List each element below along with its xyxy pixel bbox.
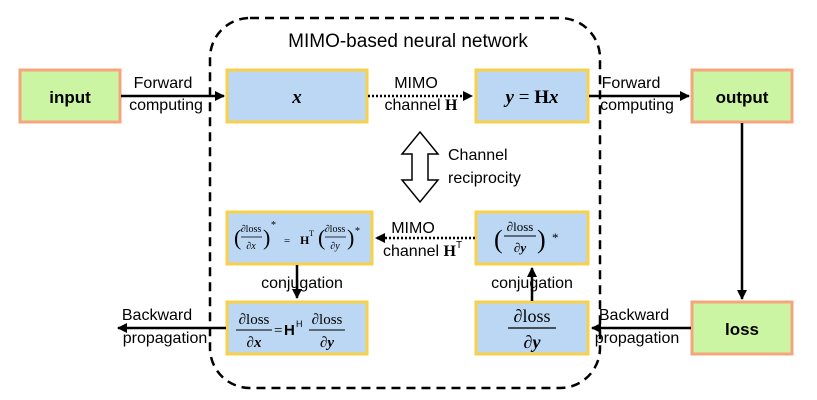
network-boundary: [208, 16, 602, 390]
y-box: [474, 68, 590, 124]
conjugation-left-label: conjugation: [261, 275, 343, 292]
svg-text:): ): [347, 225, 354, 250]
conj-gradient-y-box: [474, 210, 590, 266]
backward-left-label-2: propagation: [123, 330, 208, 347]
svg-text:∂loss: ∂loss: [312, 312, 343, 328]
backward-left-label-1: Backward: [122, 307, 192, 324]
input-box: [18, 68, 122, 124]
network-title: MIMO-based neural network: [288, 31, 528, 52]
input-label: input: [49, 88, 91, 107]
svg-text:*: *: [355, 226, 360, 237]
y-equals-Hx: y = Hx: [504, 87, 559, 108]
svg-text:∂x: ∂x: [247, 335, 262, 351]
conj-gradient-x-box: [225, 210, 374, 266]
conj-gradient-y-formula: ( ∂loss ∂y ) *: [494, 219, 559, 255]
reciprocity-label-1: Channel: [448, 147, 508, 164]
loss-box: [690, 300, 794, 356]
svg-text:*: *: [271, 220, 276, 231]
x-symbol: x: [291, 87, 302, 108]
mimo-top-label-2: channel H: [385, 97, 459, 114]
svg-text:): ): [537, 225, 546, 254]
svg-text:(: (: [494, 225, 503, 254]
x-box: [225, 68, 369, 124]
svg-text:∂loss: ∂loss: [241, 224, 262, 235]
svg-text:=: =: [274, 323, 282, 339]
output-label: output: [716, 88, 769, 107]
svg-text:∂loss: ∂loss: [239, 312, 270, 328]
reciprocity-label-2: reciprocity: [448, 170, 521, 187]
loss-label: loss: [725, 320, 759, 339]
conj-gradient-x-formula: ( ∂loss ∂x ) * = H T ( ∂loss ∂y ) *: [234, 220, 360, 252]
svg-text:∂y: ∂y: [330, 241, 340, 252]
gradient-y-formula: ∂loss ∂y: [508, 306, 556, 352]
gradient-x-box: [225, 300, 369, 356]
svg-text:∂x: ∂x: [246, 241, 256, 252]
svg-text:): ): [263, 225, 270, 250]
svg-text:∂loss: ∂loss: [325, 224, 346, 235]
gradient-x-formula: ∂loss ∂x = H H ∂loss ∂y: [236, 312, 345, 351]
svg-text:T: T: [309, 229, 314, 238]
svg-text:H: H: [300, 233, 310, 247]
backward-right-label-1: Backward: [599, 307, 669, 324]
forward-right-label-2: computing: [600, 97, 674, 114]
svg-text:H: H: [296, 319, 303, 329]
reciprocity-double-arrow: [400, 130, 440, 204]
svg-text:*: *: [552, 230, 559, 245]
svg-text:∂y: ∂y: [514, 240, 526, 255]
svg-text:(: (: [318, 225, 325, 250]
svg-text:∂loss: ∂loss: [514, 306, 551, 326]
output-box: [690, 68, 794, 124]
mimo-bottom-label-2: channel HT: [383, 240, 462, 260]
svg-text:∂y: ∂y: [320, 335, 334, 351]
svg-text:H: H: [284, 322, 295, 339]
svg-text:(: (: [234, 225, 241, 250]
forward-left-label-2: computing: [129, 97, 203, 114]
svg-text:∂loss: ∂loss: [507, 219, 534, 234]
backward-right-label-2: propagation: [595, 330, 680, 347]
svg-text:=: =: [284, 235, 290, 247]
mimo-top-label-1: MIMO: [394, 75, 438, 92]
mimo-bottom-label-1: MIMO: [391, 220, 435, 237]
forward-right-label-1: Forward: [602, 75, 661, 92]
svg-text:∂y: ∂y: [524, 332, 542, 352]
conjugation-right-label: conjugation: [491, 275, 573, 292]
forward-left-label-1: Forward: [134, 75, 193, 92]
